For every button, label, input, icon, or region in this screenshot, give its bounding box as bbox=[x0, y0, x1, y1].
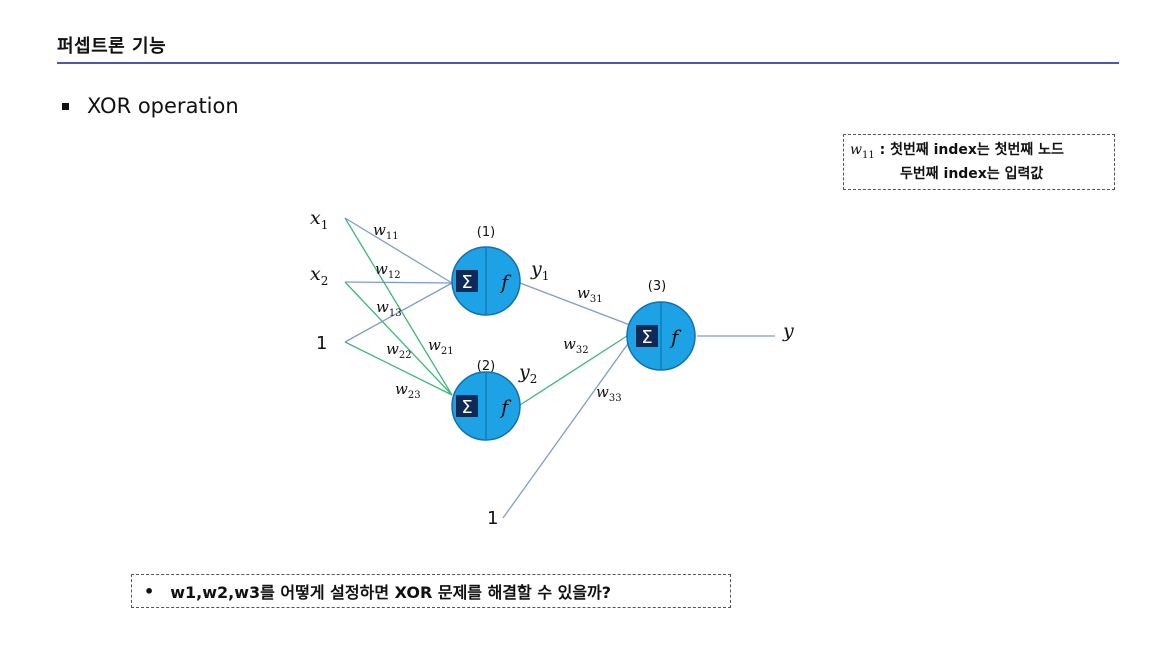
node-3-id: (3) bbox=[648, 279, 666, 294]
weight-w22: w22 bbox=[386, 340, 412, 361]
note-line-1-text: : 첫번째 index는 첫번째 노드 bbox=[874, 142, 1064, 158]
edge-x2-node2 bbox=[344, 281, 453, 396]
final-output-y: y bbox=[782, 320, 794, 342]
output-labels: y1 y2 y bbox=[518, 258, 794, 386]
note-line-2: 두번째 index는 입력값 bbox=[900, 165, 1044, 182]
weight-w11: w11 bbox=[373, 221, 399, 242]
node-1-sigma: Σ bbox=[461, 272, 472, 293]
edge-bias-node2 bbox=[344, 341, 453, 396]
input-bias-label: 1 bbox=[316, 333, 327, 354]
edge-x2-node1 bbox=[344, 281, 453, 284]
bullet-heading-text: XOR operation bbox=[87, 94, 239, 118]
weight-w13: w13 bbox=[376, 298, 402, 319]
notation-note-box: w11 : 첫번째 index는 첫번째 노드 두번째 index는 입력값 bbox=[843, 134, 1115, 190]
neuron-node-1: Σ f (1) bbox=[451, 225, 521, 316]
weight-w21: w21 bbox=[428, 336, 454, 357]
question-bullet: • bbox=[144, 581, 155, 601]
weight-labels: w11 w12 w13 w21 w22 w23 w31 w32 w33 bbox=[373, 221, 622, 404]
input-x2-label: x2 bbox=[310, 263, 328, 288]
page-title: 퍼셉트론 기능 bbox=[57, 36, 167, 57]
hidden-output-y2: y2 bbox=[518, 361, 537, 386]
edge-x1-node2 bbox=[344, 217, 453, 396]
edge-x1-node1 bbox=[344, 217, 453, 284]
weight-w12: w12 bbox=[375, 260, 401, 281]
title-divider bbox=[57, 62, 1119, 64]
weight-w33: w33 bbox=[596, 383, 622, 404]
node-2-sigma-box bbox=[456, 395, 478, 417]
question-box: • w1,w2,w3를 어떻게 설정하면 XOR 문제를 해결할 수 있을까? bbox=[131, 574, 731, 608]
square-bullet-icon bbox=[62, 102, 69, 110]
neuron-node-3: Σ f (3) bbox=[626, 279, 696, 371]
edge-node2-node3 bbox=[519, 333, 631, 406]
hidden-output-y1: y1 bbox=[530, 258, 549, 283]
weight-w32: w32 bbox=[563, 335, 589, 356]
bullet-heading: XOR operation bbox=[62, 94, 239, 118]
note-line-1: w11 : 첫번째 index는 첫번째 노드 bbox=[850, 141, 1114, 165]
question-text: w1,w2,w3를 어떻게 설정하면 XOR 문제를 해결할 수 있을까? bbox=[170, 583, 612, 602]
note-symbol-subscript: 11 bbox=[861, 149, 875, 161]
connection-lines bbox=[344, 217, 775, 519]
edge-bias-node1 bbox=[344, 282, 453, 343]
node-2-sigma: Σ bbox=[461, 397, 472, 418]
input-x1-label: x1 bbox=[310, 207, 328, 232]
node-3-sigma-box bbox=[636, 325, 658, 347]
edge-node1-node3 bbox=[519, 282, 631, 326]
note-symbol: w bbox=[850, 142, 862, 158]
node-2-id: (2) bbox=[477, 359, 495, 374]
bias-bottom-label: 1 bbox=[487, 508, 498, 529]
node-1-id: (1) bbox=[477, 225, 495, 240]
weight-w31: w31 bbox=[577, 284, 603, 305]
weight-w23: w23 bbox=[395, 380, 421, 401]
node-1-sigma-box bbox=[456, 270, 478, 292]
node-3-sigma: Σ bbox=[641, 327, 652, 348]
edge-bias-node3 bbox=[502, 337, 633, 519]
input-labels: x1 x2 1 1 bbox=[310, 207, 498, 529]
neuron-node-2: Σ f (2) bbox=[451, 359, 521, 441]
